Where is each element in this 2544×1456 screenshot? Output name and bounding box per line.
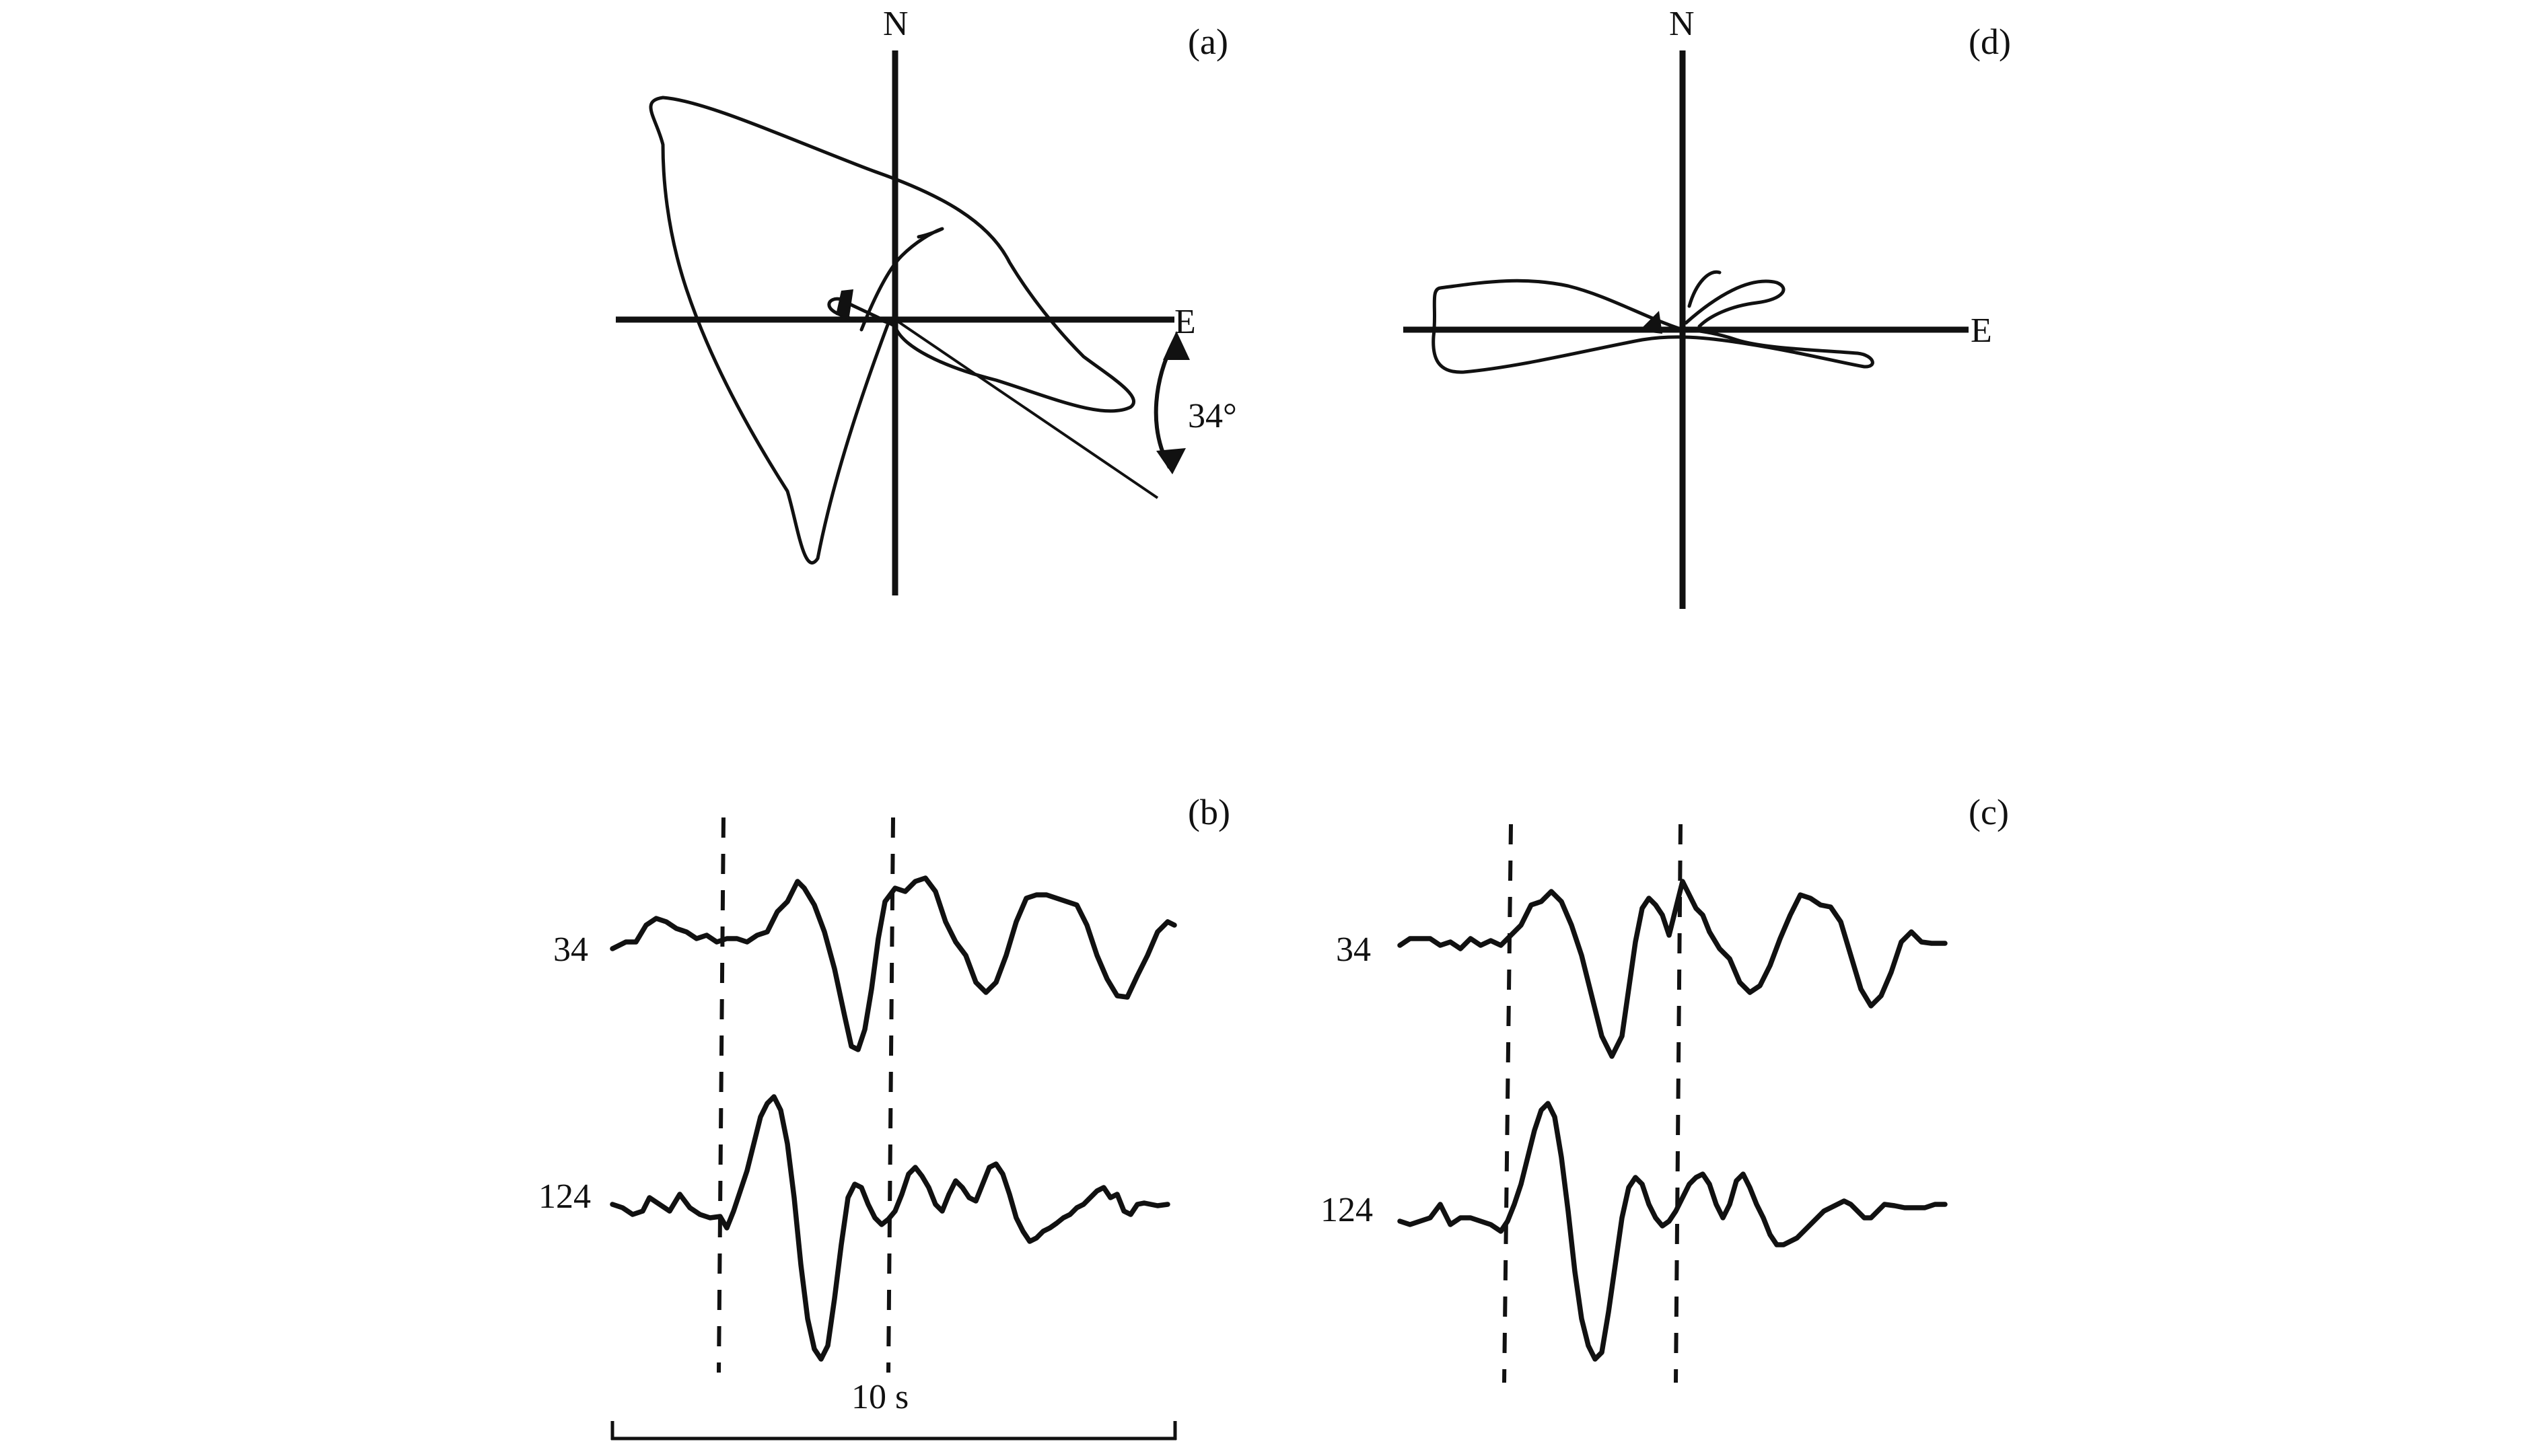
panel-b-trace-bottom xyxy=(610,1094,1170,1362)
panel-d-particle-orbit xyxy=(1432,279,1874,374)
panel-b-dashed-marker-1 xyxy=(717,817,726,1373)
panel-b-trace-top xyxy=(610,875,1177,1052)
panel-d-orbit-branch xyxy=(1684,279,1786,328)
panel-c-trace-label-top: 34 xyxy=(1336,931,1371,969)
scale-bar-label: 10 s xyxy=(851,1378,909,1416)
panel-d-origin-mark xyxy=(1639,311,1662,334)
panel-b-trace-label-top: 34 xyxy=(553,931,588,969)
panel-a-north-label: N xyxy=(883,5,909,43)
panel-c-dashed-marker-1 xyxy=(1502,824,1513,1383)
panel-a-orbit-tail xyxy=(859,227,944,332)
panel-d-tag: (d) xyxy=(1969,22,2011,62)
panel-a-angle-arrowhead-top xyxy=(1163,331,1190,360)
panel-a: (a) N E 34° xyxy=(616,5,1237,595)
panel-c: (c) 34 124 xyxy=(1320,792,2009,1383)
scale-bar: 10 s xyxy=(610,1378,1177,1441)
panel-a-polarization-line xyxy=(894,318,1159,499)
panel-a-angle-label: 34° xyxy=(1188,397,1237,435)
panel-a-angle-arrowhead-bottom xyxy=(1156,448,1186,474)
panel-a-origin-mark xyxy=(836,289,853,316)
panel-c-trace-label-bottom: 124 xyxy=(1320,1191,1373,1229)
panel-d-north-label: N xyxy=(1669,5,1695,43)
panel-b-dashed-marker-2 xyxy=(886,817,895,1373)
panel-b-trace-label-bottom: 124 xyxy=(538,1177,591,1216)
panel-b: (b) 34 124 xyxy=(538,792,1230,1373)
panel-d-orbit-hook xyxy=(1687,270,1722,308)
panel-d-east-label: E xyxy=(1971,312,1992,350)
panel-d: (d) N E xyxy=(1403,5,2011,609)
panel-c-tag: (c) xyxy=(1969,792,2009,832)
panel-c-trace-bottom xyxy=(1397,1101,1948,1362)
panel-a-tag: (a) xyxy=(1188,22,1228,62)
panel-c-trace-top xyxy=(1397,879,1948,1059)
panel-a-particle-orbit xyxy=(649,96,1135,565)
panel-b-tag: (b) xyxy=(1188,792,1230,832)
